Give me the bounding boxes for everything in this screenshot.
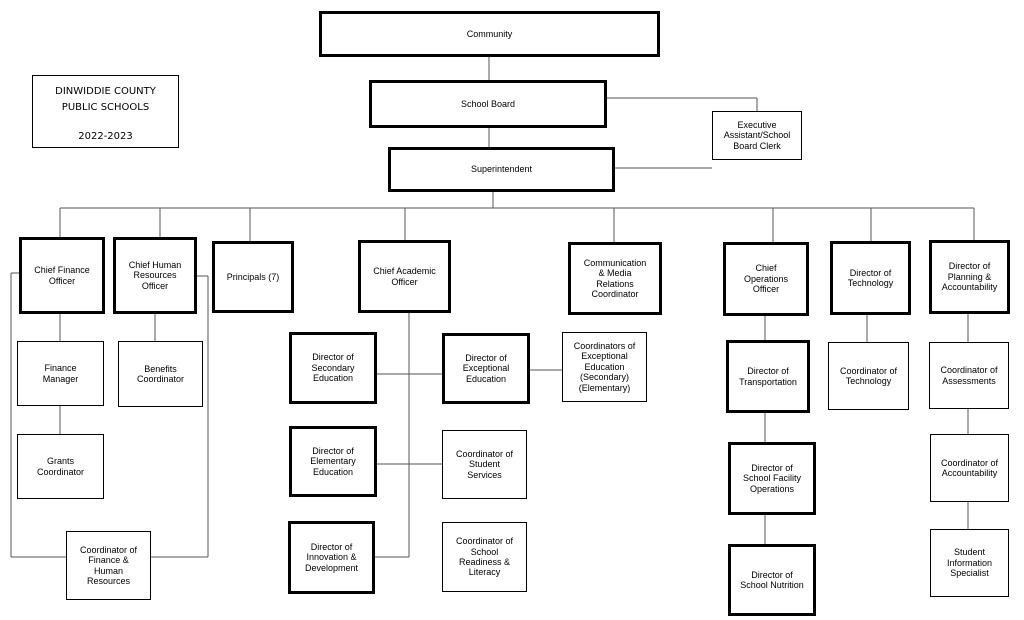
node-director-planning: Director of Planning & Accountability xyxy=(929,240,1010,314)
node-coordinator-school-readiness: Coordinator of School Readiness & Litera… xyxy=(442,522,527,592)
node-school-board: School Board xyxy=(369,80,607,128)
node-director-transportation: Director of Transportation xyxy=(726,340,810,413)
district-name-line2: PUBLIC SCHOOLS xyxy=(61,102,150,113)
node-director-exceptional-education: Director of Exceptional Education xyxy=(442,333,530,404)
node-executive-assistant: Executive Assistant/School Board Clerk xyxy=(712,111,802,160)
node-chief-finance-officer: Chief Finance Officer xyxy=(19,237,105,314)
school-year: 2022-2023 xyxy=(78,131,133,142)
node-director-secondary-education: Director of Secondary Education xyxy=(289,332,377,404)
node-chief-hr-officer: Chief Human Resources Officer xyxy=(113,237,197,314)
node-coordinator-student-services: Coordinator of Student Services xyxy=(442,430,527,499)
node-communication-media-coordinator: Communication & Media Relations Coordina… xyxy=(568,242,662,315)
node-coordinator-technology: Coordinator of Technology xyxy=(828,342,909,410)
node-grants-coordinator: Grants Coordinator xyxy=(17,434,104,499)
node-director-elementary-education: Director of Elementary Education xyxy=(289,426,377,497)
node-director-technology: Director of Technology xyxy=(830,241,911,315)
node-benefits-coordinator: Benefits Coordinator xyxy=(118,341,203,407)
node-director-school-facility: Director of School Facility Operations xyxy=(728,442,816,515)
node-student-information-specialist: Student Information Specialist xyxy=(930,529,1009,597)
node-director-innovation-development: Director of Innovation & Development xyxy=(288,521,375,594)
node-superintendent: Superintendent xyxy=(388,147,615,192)
node-coordinator-finance-hr: Coordinator of Finance & Human Resources xyxy=(66,531,151,600)
district-name-line1: DINWIDDIE COUNTY xyxy=(55,86,156,97)
node-coordinator-accountability: Coordinator of Accountability xyxy=(930,434,1009,502)
node-finance-manager: Finance Manager xyxy=(17,341,104,406)
node-chief-academic-officer: Chief Academic Officer xyxy=(358,240,451,313)
node-coordinators-exceptional-education: Coordinators of Exceptional Education (S… xyxy=(562,332,647,402)
node-director-school-nutrition: Director of School Nutrition xyxy=(728,544,816,616)
node-principals: Principals (7) xyxy=(212,241,294,313)
node-chief-operations-officer: Chief Operations Officer xyxy=(723,242,809,316)
node-community: Community xyxy=(319,11,660,57)
node-coordinator-assessments: Coordinator of Assessments xyxy=(929,342,1009,409)
district-title-block: DINWIDDIE COUNTY PUBLIC SCHOOLS 2022-202… xyxy=(32,75,179,148)
